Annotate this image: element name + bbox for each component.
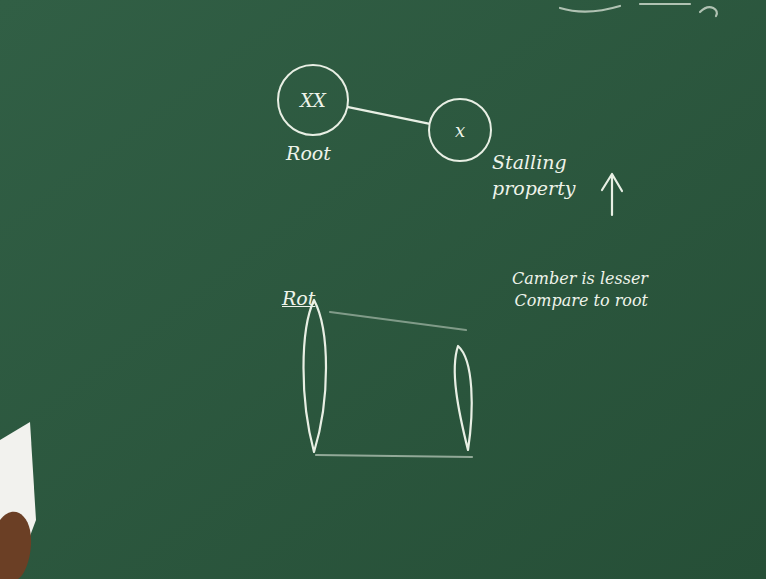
note-text: Stalling property (492, 150, 587, 201)
circle-node: x (428, 98, 492, 162)
paper-sheet (0, 422, 36, 579)
node-heading: Root (286, 142, 331, 164)
up-arrow (602, 174, 622, 215)
trailing-edge-line (316, 455, 472, 457)
note-text: Camber is lesser Compare to root (436, 268, 648, 311)
connector-line (348, 107, 428, 123)
node-text: x (455, 120, 465, 141)
section-label: Rot (282, 286, 342, 312)
partial-marks (560, 4, 717, 16)
tip-airfoil (455, 346, 472, 450)
circle-node: XXRoot (277, 64, 349, 136)
node-text: XX (300, 90, 326, 111)
root-airfoil (304, 300, 327, 452)
hand (0, 512, 31, 579)
leading-edge-line (330, 312, 466, 330)
